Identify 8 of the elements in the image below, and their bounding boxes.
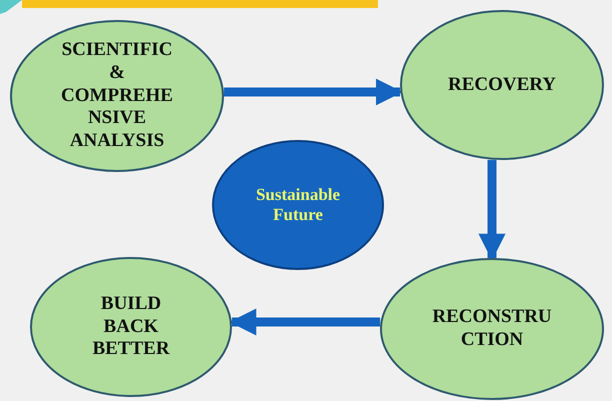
node-label: RECONSTRU CTION xyxy=(431,306,553,352)
arrow xyxy=(229,308,380,336)
node-label: RECOVERY xyxy=(446,74,558,96)
node-label: Sustainable Future xyxy=(254,184,342,226)
arrow xyxy=(224,78,403,106)
node-label: BUILD BACK BETTER xyxy=(91,292,171,362)
node-label: SCIENTIFIC & COMPREHE NSIVE ANALYSIS xyxy=(60,39,174,153)
arrow xyxy=(478,160,506,261)
